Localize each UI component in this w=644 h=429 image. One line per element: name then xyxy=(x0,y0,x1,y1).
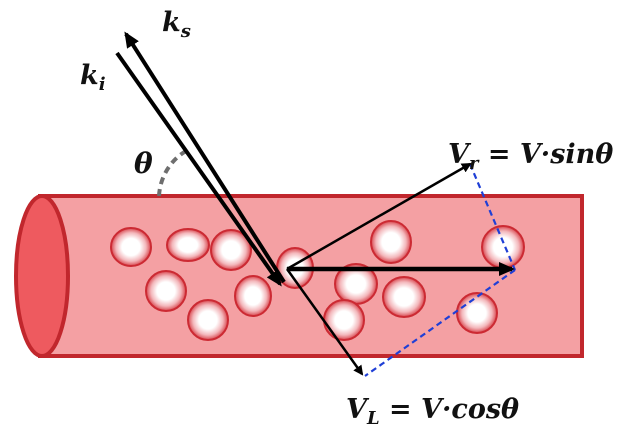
blood-cell xyxy=(323,299,365,341)
vl-label: VL = V·cosθ xyxy=(346,394,519,429)
blood-cell xyxy=(166,228,210,262)
blood-cell xyxy=(456,292,498,334)
ks-label: ks xyxy=(162,7,191,42)
theta-arc xyxy=(157,148,189,197)
blood-cell xyxy=(481,225,525,269)
vessel-end xyxy=(14,194,70,358)
ki-arrow xyxy=(115,51,282,287)
projection-dashes xyxy=(364,163,517,377)
vr-label: Vr = V·sinθ xyxy=(448,139,613,174)
theta-label: θ xyxy=(134,147,153,180)
blood-cell xyxy=(370,220,412,264)
blood-cell xyxy=(187,299,229,341)
blood-cells xyxy=(110,220,525,341)
vr-arrow xyxy=(286,162,472,271)
blood-cell xyxy=(110,227,152,267)
blood-cell xyxy=(210,229,252,271)
vl-arrow xyxy=(285,268,364,376)
blood-cell xyxy=(145,270,187,312)
ki-label: ki xyxy=(80,60,106,95)
blood-cell xyxy=(382,276,426,318)
ks-arrow xyxy=(124,31,286,284)
blood-cell xyxy=(234,275,272,317)
